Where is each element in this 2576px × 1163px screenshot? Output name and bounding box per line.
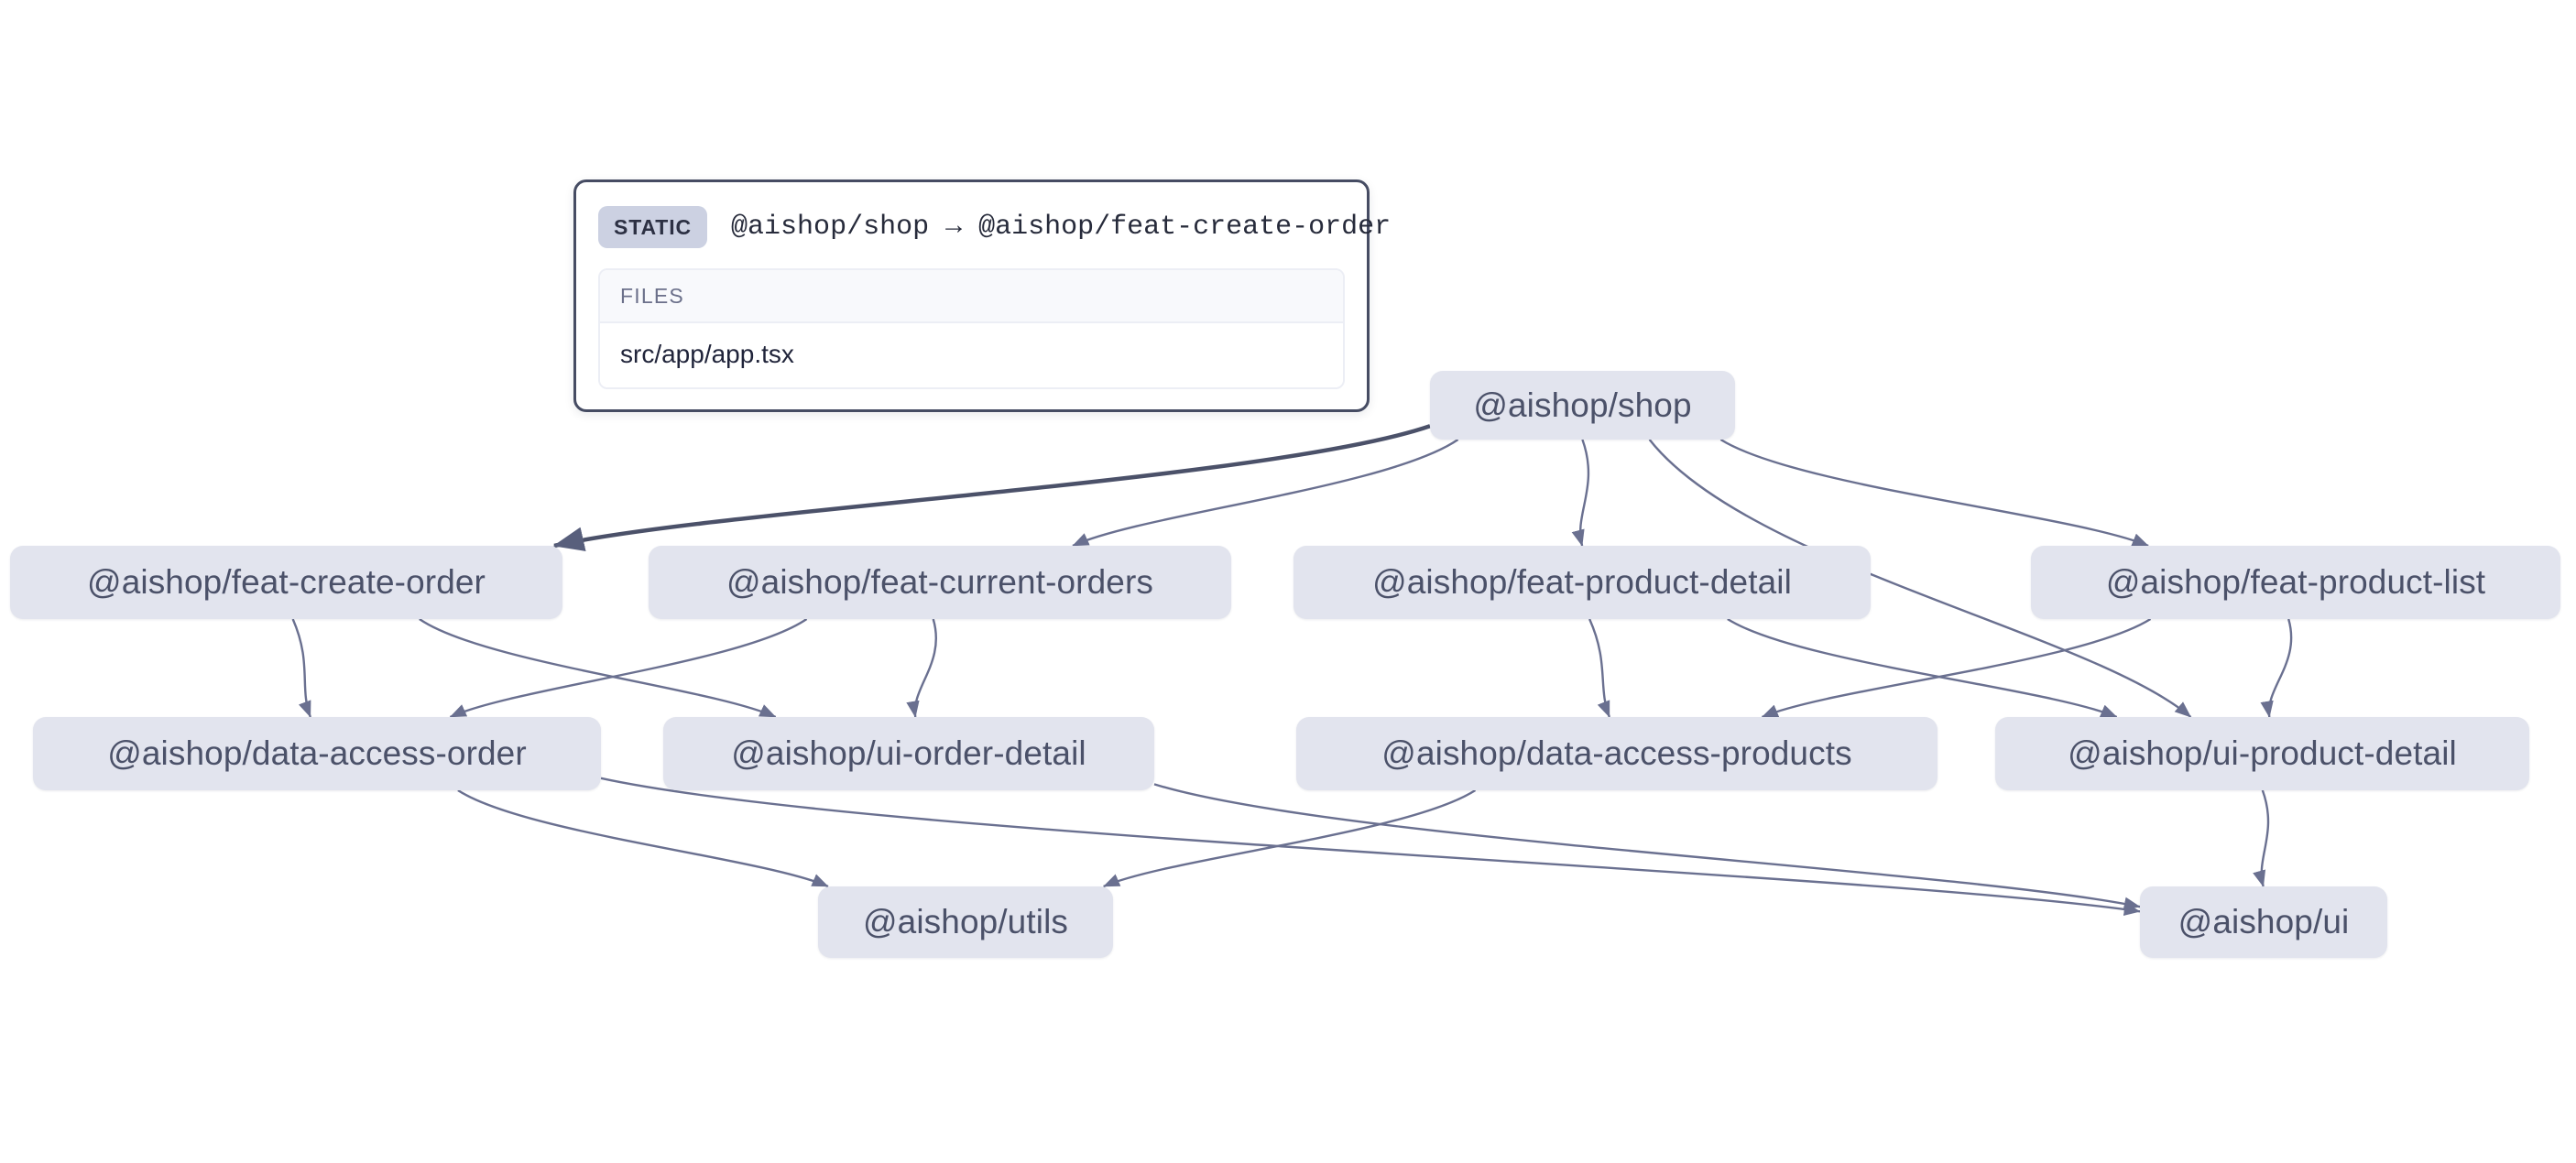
graph-edge-feat-create-order-to-ui-order-detail <box>419 618 777 719</box>
graph-edge-shop-to-feat-product-list <box>1719 438 2149 548</box>
graph-edge-feat-current-orders-to-data-access-order <box>449 618 808 719</box>
graph-node-utils[interactable]: @aishop/utils <box>818 886 1113 958</box>
graph-node-label: @aishop/data-access-order <box>107 734 527 772</box>
graph-edge-ui-product-detail-to-ui <box>2253 789 2270 887</box>
graph-edge-shop-to-feat-create-order <box>552 424 1431 551</box>
graph-edge-shop-to-feat-current-orders <box>1072 439 1459 548</box>
graph-edge-ui-order-detail-to-ui <box>1153 783 2141 910</box>
graph-edge-shop-to-feat-product-detail <box>1571 439 1590 547</box>
graph-node-feat-current-orders[interactable]: @aishop/feat-current-orders <box>649 546 1231 619</box>
graph-node-label: @aishop/feat-create-order <box>87 563 486 601</box>
graph-edge-data-access-order-to-utils <box>457 788 829 888</box>
graph-node-shop[interactable]: @aishop/shop <box>1430 371 1735 440</box>
graph-node-feat-create-order[interactable]: @aishop/feat-create-order <box>10 546 562 619</box>
graph-node-label: @aishop/feat-current-orders <box>726 563 1153 601</box>
graph-node-ui[interactable]: @aishop/ui <box>2140 886 2387 958</box>
detail-card-header: STATIC @aishop/shop → @aishop/feat-creat… <box>598 202 1391 268</box>
graph-node-feat-product-detail[interactable]: @aishop/feat-product-detail <box>1293 546 1871 619</box>
graph-node-label: @aishop/ui-product-detail <box>2068 734 2457 772</box>
graph-node-label: @aishop/shop <box>1473 386 1692 424</box>
graph-node-label: @aishop/feat-product-list <box>2105 563 2486 601</box>
graph-node-label: @aishop/utils <box>863 903 1068 940</box>
detail-card-title: @aishop/shop → @aishop/feat-create-order <box>731 212 1392 243</box>
graph-edge-data-access-products-to-utils <box>1103 788 1477 888</box>
graph-node-label: @aishop/feat-product-detail <box>1372 563 1792 601</box>
graph-edge-feat-product-detail-to-data-access-products <box>1588 618 1610 718</box>
files-list: src/app/app.tsx <box>600 323 1343 387</box>
graph-edge-feat-product-detail-to-ui-product-detail <box>1727 617 2118 719</box>
graph-edge-feat-product-list-to-ui-product-detail <box>2260 618 2293 718</box>
file-row[interactable]: src/app/app.tsx <box>600 323 1343 387</box>
graph-node-data-access-order[interactable]: @aishop/data-access-order <box>33 717 601 790</box>
files-panel-header: FILES <box>600 270 1343 323</box>
graph-node-ui-order-detail[interactable]: @aishop/ui-order-detail <box>663 717 1154 790</box>
dependency-detail-card[interactable]: STATIC @aishop/shop → @aishop/feat-creat… <box>573 179 1391 412</box>
graph-node-label: @aishop/ui <box>2178 903 2350 940</box>
files-panel: FILES src/app/app.tsx <box>598 268 1345 389</box>
graph-node-label: @aishop/data-access-products <box>1381 734 1852 772</box>
graph-edge-feat-product-list-to-data-access-products <box>1761 617 2152 719</box>
graph-edge-feat-current-orders-to-ui-order-detail <box>906 618 938 718</box>
graph-node-data-access-products[interactable]: @aishop/data-access-products <box>1296 717 1937 790</box>
static-badge: STATIC <box>598 206 708 248</box>
graph-node-label: @aishop/ui-order-detail <box>731 734 1086 772</box>
graph-edge-feat-create-order-to-data-access-order <box>291 618 311 718</box>
graph-node-ui-product-detail[interactable]: @aishop/ui-product-detail <box>1995 717 2529 790</box>
graph-node-feat-product-list[interactable]: @aishop/feat-product-list <box>2031 546 2560 619</box>
